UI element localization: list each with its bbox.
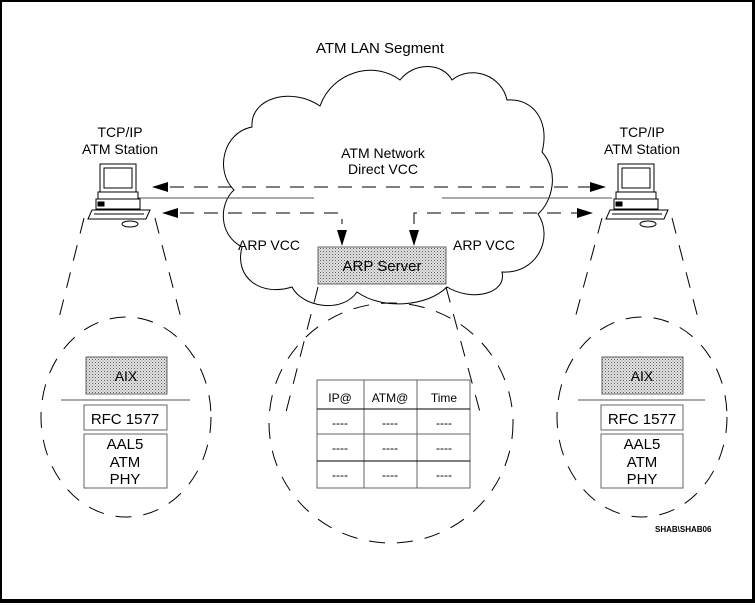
arp-table-bubble xyxy=(268,302,514,544)
arp-vcc-right-line xyxy=(413,212,577,224)
arp-table-cell: ---- xyxy=(332,416,348,430)
right-station-line1: TCP/IP xyxy=(619,124,664,140)
left-station-line2: ATM Station xyxy=(82,141,158,157)
arrow-right-icon xyxy=(590,182,606,192)
arp-server-box xyxy=(317,246,447,285)
arp-vcc-left-label: ARP VCC xyxy=(238,237,300,253)
arp-server-label: ARP Server xyxy=(343,258,422,275)
arp-table-header: IP@ xyxy=(328,391,352,405)
right-station-line2: ATM Station xyxy=(604,141,680,157)
arp-table-cell: ---- xyxy=(382,468,398,482)
right-phy-label: PHY xyxy=(627,471,658,488)
left-cone-edge xyxy=(57,217,85,323)
left-stack-bubble xyxy=(40,316,212,518)
arp-vcc-right-label: ARP VCC xyxy=(453,237,515,253)
right-rfc-box xyxy=(600,404,684,431)
right-stack-bubble xyxy=(556,316,728,518)
left-lower-stack-box xyxy=(83,433,168,489)
diagram-title: ATM LAN Segment xyxy=(316,40,445,57)
left-atm-label: ATM xyxy=(110,454,141,471)
center-cone-edge xyxy=(285,286,319,413)
right-cone-edge xyxy=(671,217,700,323)
arrow-down-icon xyxy=(337,230,347,246)
arp-table-cell: ---- xyxy=(332,468,348,482)
left-aix-box xyxy=(85,356,168,395)
computer-icon xyxy=(87,163,151,228)
right-lower-stack-box xyxy=(600,433,684,489)
arrow-left-icon xyxy=(162,208,178,218)
right-rfc-label: RFC 1577 xyxy=(608,411,676,428)
left-cone-edge xyxy=(154,217,183,323)
figure-id: SHAB\SHAB06 xyxy=(655,525,712,534)
arp-table-cell: ---- xyxy=(436,441,452,455)
arrow-down-icon xyxy=(409,230,419,246)
left-aal5-label: AAL5 xyxy=(107,436,144,453)
left-rfc-label: RFC 1577 xyxy=(91,411,159,428)
right-aix-box xyxy=(601,356,684,395)
left-rfc-box xyxy=(83,404,168,431)
arp-table-header: Time xyxy=(431,391,458,405)
left-station-line1: TCP/IP xyxy=(97,124,142,140)
computer-icon xyxy=(605,163,669,228)
arp-table-cell: ---- xyxy=(436,468,452,482)
right-aix-label: AIX xyxy=(631,368,654,384)
arp-table-cell: ---- xyxy=(382,416,398,430)
arrow-right-icon xyxy=(577,208,593,218)
left-phy-label: PHY xyxy=(110,471,141,488)
right-aal5-label: AAL5 xyxy=(624,436,661,453)
arp-table-cell: ---- xyxy=(436,416,452,430)
cloud-label-line2: Direct VCC xyxy=(348,161,418,177)
right-atm-label: ATM xyxy=(627,454,658,471)
arp-table-header: ATM@ xyxy=(372,391,409,405)
left-aix-label: AIX xyxy=(115,368,138,384)
arp-vcc-left-line xyxy=(180,212,343,224)
arrow-left-icon xyxy=(152,182,168,192)
atm-cloud xyxy=(222,66,553,307)
arp-table: IP@ ATM@ Time ---- ---- ---- ---- ---- -… xyxy=(316,379,471,489)
right-cone-edge xyxy=(573,217,603,323)
arp-table-cell: ---- xyxy=(332,441,348,455)
center-cone-edge xyxy=(445,286,481,413)
arp-table-cell: ---- xyxy=(382,441,398,455)
cloud-label-line1: ATM Network xyxy=(341,145,426,161)
